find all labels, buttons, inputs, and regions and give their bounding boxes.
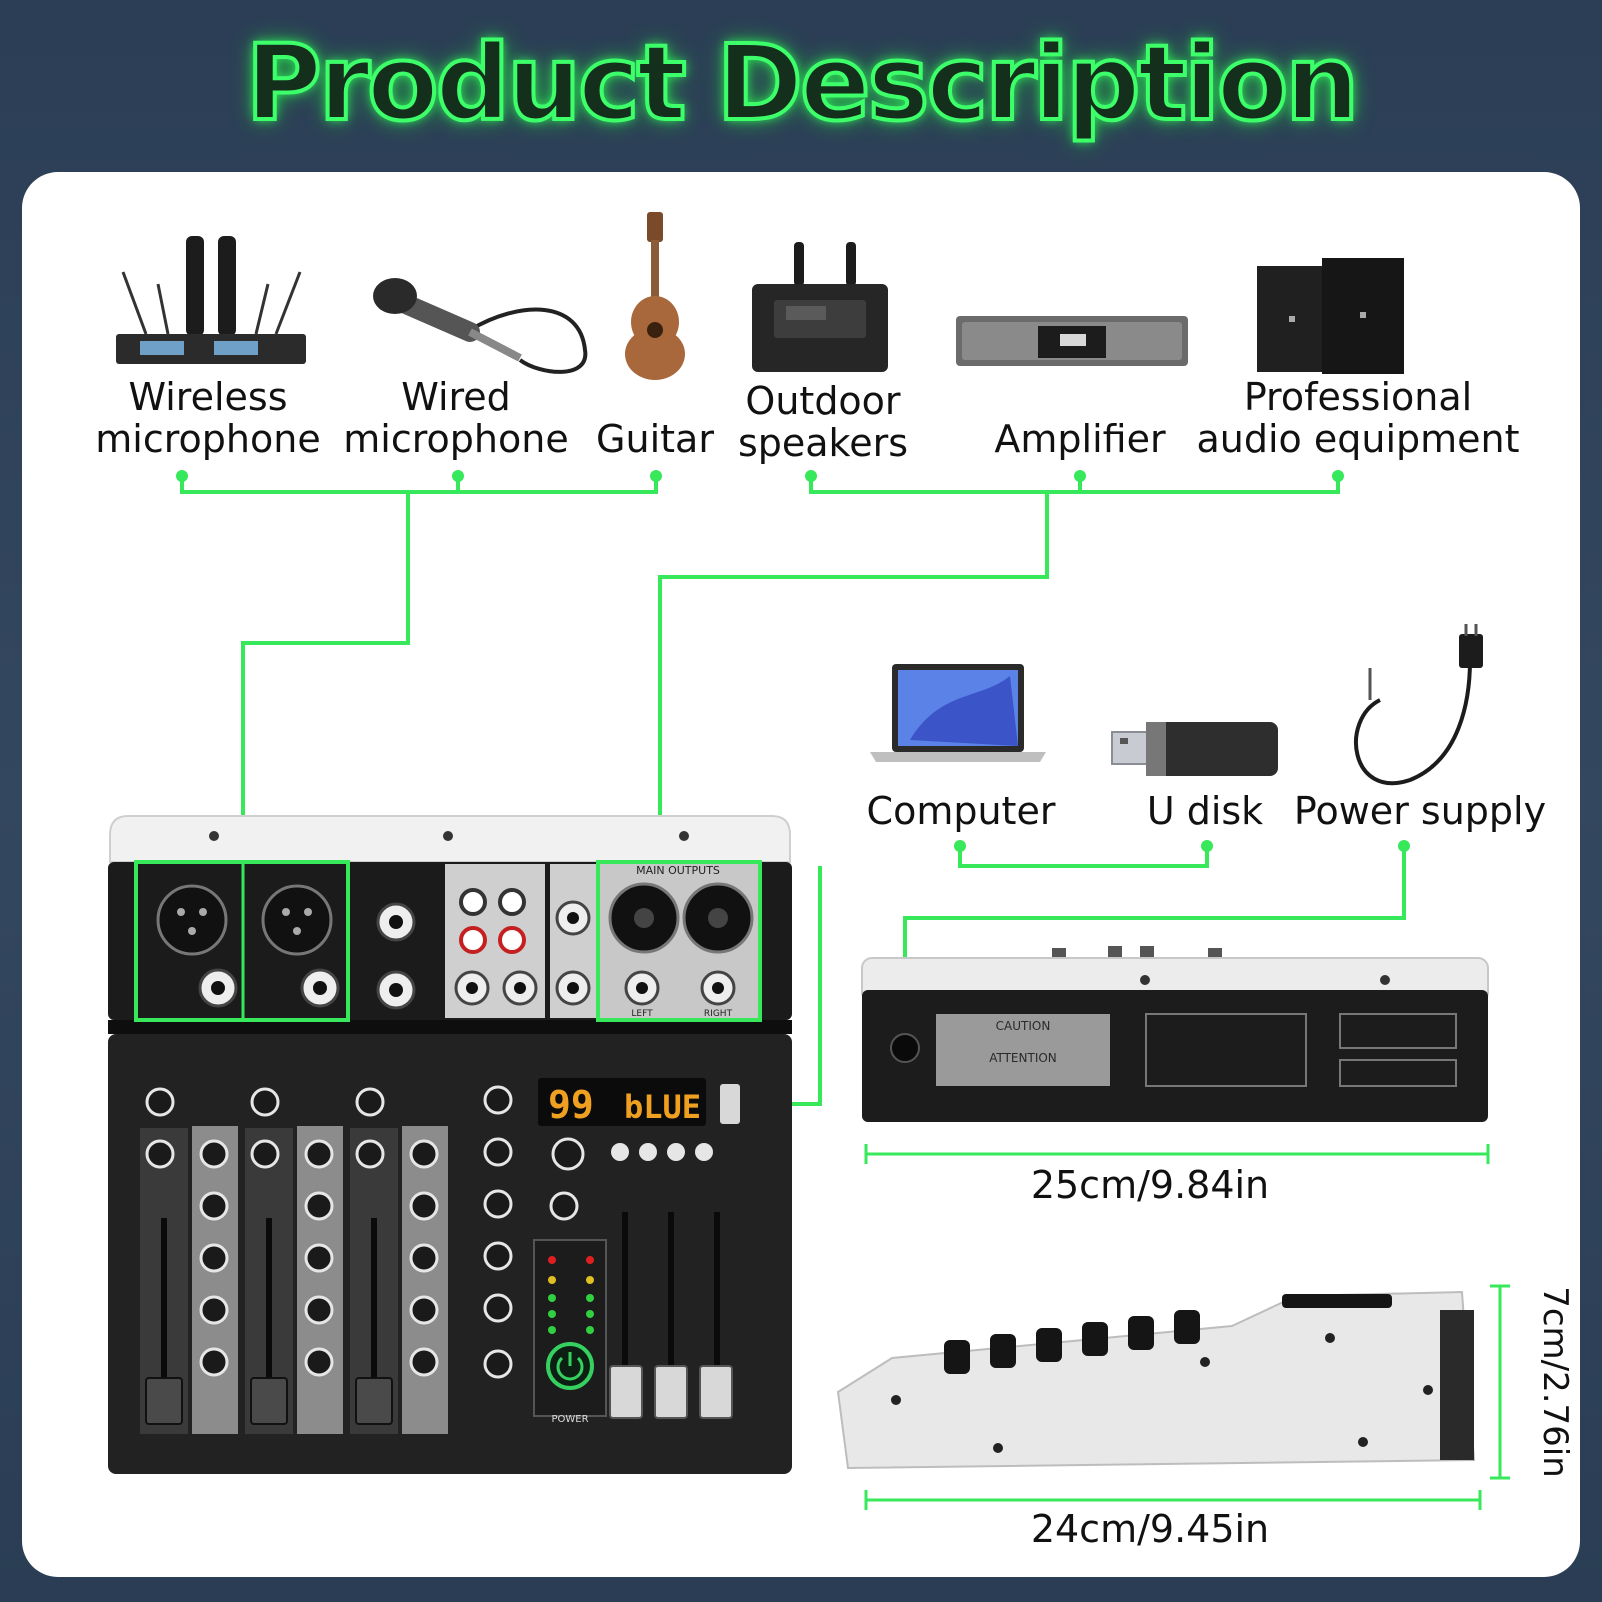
label-outdoor-speakers: Outdoor speakers bbox=[737, 379, 909, 465]
side-knobs bbox=[944, 1294, 1392, 1374]
wired-microphone-icon bbox=[373, 278, 588, 374]
wireless-microphone-icon bbox=[116, 236, 306, 364]
jack-inputs bbox=[198, 900, 736, 1010]
computer-icon bbox=[870, 664, 1046, 762]
caution-label: CAUTION bbox=[996, 1019, 1051, 1033]
power-button[interactable] bbox=[546, 1342, 594, 1390]
mixer-side-view bbox=[836, 1290, 1476, 1470]
label-u-disk: U disk bbox=[1146, 789, 1264, 833]
amplifier-icon bbox=[956, 316, 1188, 366]
label-professional-audio: Professional audio equipment bbox=[1196, 375, 1520, 461]
xlr-main-outputs bbox=[608, 882, 754, 954]
xlr-input-1 bbox=[156, 884, 228, 956]
label-wired-microphone: Wired microphone bbox=[343, 375, 569, 461]
width-back-dimension-label: 25cm/9.84in bbox=[1030, 1163, 1270, 1207]
lcd-mode: bLUE bbox=[624, 1088, 701, 1126]
main-outputs-label: MAIN OUTPUTS bbox=[636, 864, 720, 877]
outdoor-speakers-icon bbox=[752, 242, 888, 372]
right-label: RIGHT bbox=[704, 1009, 733, 1019]
left-label: LEFT bbox=[631, 1009, 653, 1019]
xlr-input-2 bbox=[261, 884, 333, 956]
label-wireless-microphone: Wireless microphone bbox=[95, 375, 321, 461]
professional-audio-icon bbox=[1257, 258, 1404, 374]
width-side-dimension-label: 24cm/9.45in bbox=[1030, 1507, 1270, 1551]
dc-in-port bbox=[890, 1033, 920, 1063]
guitar-icon bbox=[625, 212, 685, 380]
dimension-lines bbox=[864, 1144, 1510, 1510]
rca-inputs bbox=[459, 888, 526, 954]
level-meter bbox=[548, 1256, 594, 1334]
page-title: Product Description bbox=[244, 20, 1362, 146]
master-faders bbox=[609, 1212, 733, 1419]
lcd-channel: 99 bbox=[548, 1083, 594, 1127]
mixer-top-view: MAIN OUTPUTS LEFT RIGHT bbox=[108, 815, 792, 1474]
label-computer: Computer bbox=[866, 789, 1056, 833]
height-dimension-label: 7cm/2.76in bbox=[1535, 1286, 1575, 1478]
channel-faders bbox=[145, 1218, 393, 1425]
power-supply-icon bbox=[1354, 624, 1483, 785]
power-label: POWER bbox=[551, 1414, 588, 1425]
usb-port bbox=[720, 1084, 740, 1124]
u-disk-icon bbox=[1111, 722, 1278, 776]
lcd-display bbox=[538, 1078, 706, 1126]
connection-dots bbox=[176, 470, 1410, 852]
knobs bbox=[145, 1085, 585, 1379]
label-guitar: Guitar bbox=[596, 417, 714, 461]
mixer-back-view: CAUTION ATTENTION bbox=[861, 946, 1489, 1122]
label-power-supply: Power supply bbox=[1293, 789, 1547, 833]
mode-buttons bbox=[611, 1143, 713, 1161]
label-amplifier: Amplifier bbox=[994, 417, 1166, 461]
attention-label: ATTENTION bbox=[989, 1051, 1057, 1065]
